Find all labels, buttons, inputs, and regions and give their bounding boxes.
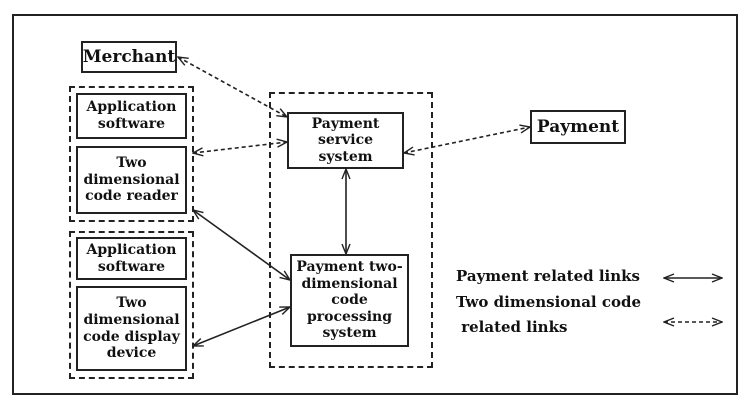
diagram-frame — [12, 14, 738, 395]
payment-label: Payment — [536, 116, 620, 137]
code-reader-box: Two dimensional code reader — [76, 146, 187, 214]
link-code_reader-payment_service — [193, 142, 287, 153]
legend-code-links-label-line1: Two dimensional code — [456, 293, 642, 311]
code-display-device-label: Two dimensional code display device — [83, 295, 180, 362]
code-reader-label: Two dimensional code reader — [83, 155, 180, 205]
payment-service-system-label: Payment service system — [311, 115, 380, 165]
link-code_reader-code_processing — [193, 210, 290, 280]
link-merchant-payment_service — [178, 57, 287, 117]
merchant-box: Merchant — [81, 41, 177, 73]
display-device-group — [69, 231, 194, 379]
application-software-label: Application software — [86, 241, 177, 275]
link-payment_service-payment — [404, 127, 530, 153]
legend-code-links-label-line2: related links — [456, 318, 568, 336]
code-processing-system-label: Payment two- dimensional code processing… — [296, 259, 403, 342]
application-software-box-top: Application software — [76, 93, 187, 139]
application-software-label: Application software — [86, 99, 177, 132]
application-software-box-bottom: Application software — [76, 237, 187, 280]
merchant-label: Merchant — [82, 46, 176, 67]
code-processing-system-box: Payment two- dimensional code processing… — [290, 254, 409, 347]
code-display-device-box: Two dimensional code display device — [76, 286, 187, 371]
payment-box: Payment — [530, 110, 626, 144]
legend-payment-links-label: Payment related links — [456, 267, 640, 285]
payment-service-system-box: Payment service system — [287, 112, 404, 169]
link-code_display-code_processing — [193, 306, 290, 347]
